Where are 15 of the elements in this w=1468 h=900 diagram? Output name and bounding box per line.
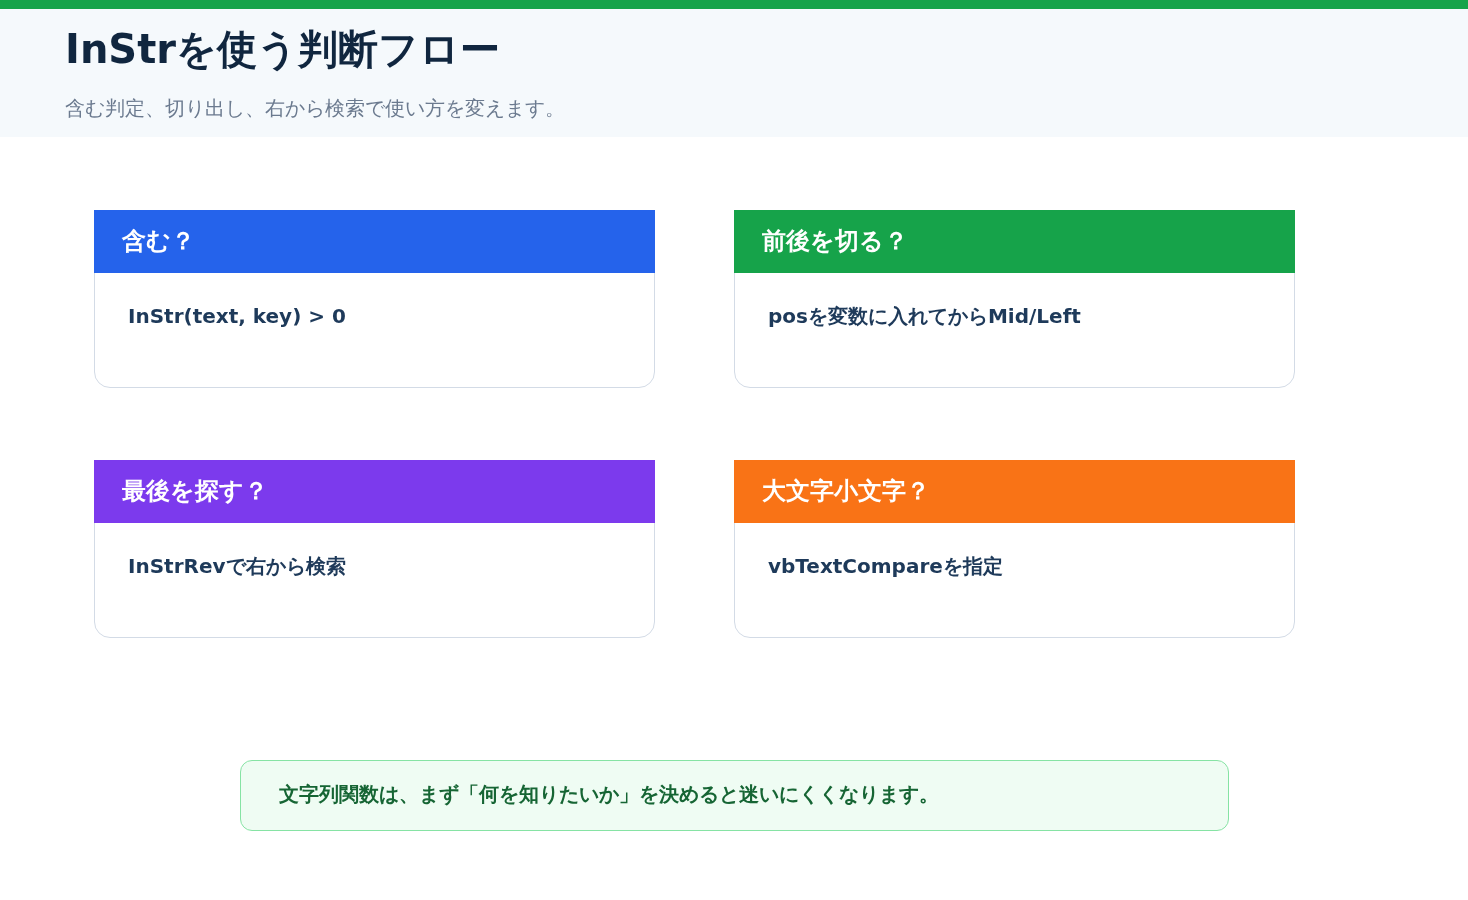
card xyxy=(94,460,655,638)
card-heading: 前後を切る？ xyxy=(734,210,1295,273)
card-text: InStr(text, key) > 0 xyxy=(128,303,346,330)
card-text: posを変数に入れてからMid/Left xyxy=(768,303,1081,330)
note-box: 文字列関数は、まず「何を知りたいか」を決めると迷いにくくなります。 xyxy=(240,760,1229,831)
card xyxy=(94,210,655,388)
page-title: InStrを使う判断フロー xyxy=(65,25,500,74)
card-heading: 大文字小文字？ xyxy=(734,460,1295,523)
subtitle: 含む判定、切り出し、右から検索で使い方を変えます。 xyxy=(65,95,565,122)
card-text: vbTextCompareを指定 xyxy=(768,553,1003,580)
card-text: InStrRevで右から検索 xyxy=(128,553,346,580)
card xyxy=(734,460,1295,638)
card-heading: 含む？ xyxy=(94,210,655,273)
card xyxy=(734,210,1295,388)
card-heading: 最後を探す？ xyxy=(94,460,655,523)
